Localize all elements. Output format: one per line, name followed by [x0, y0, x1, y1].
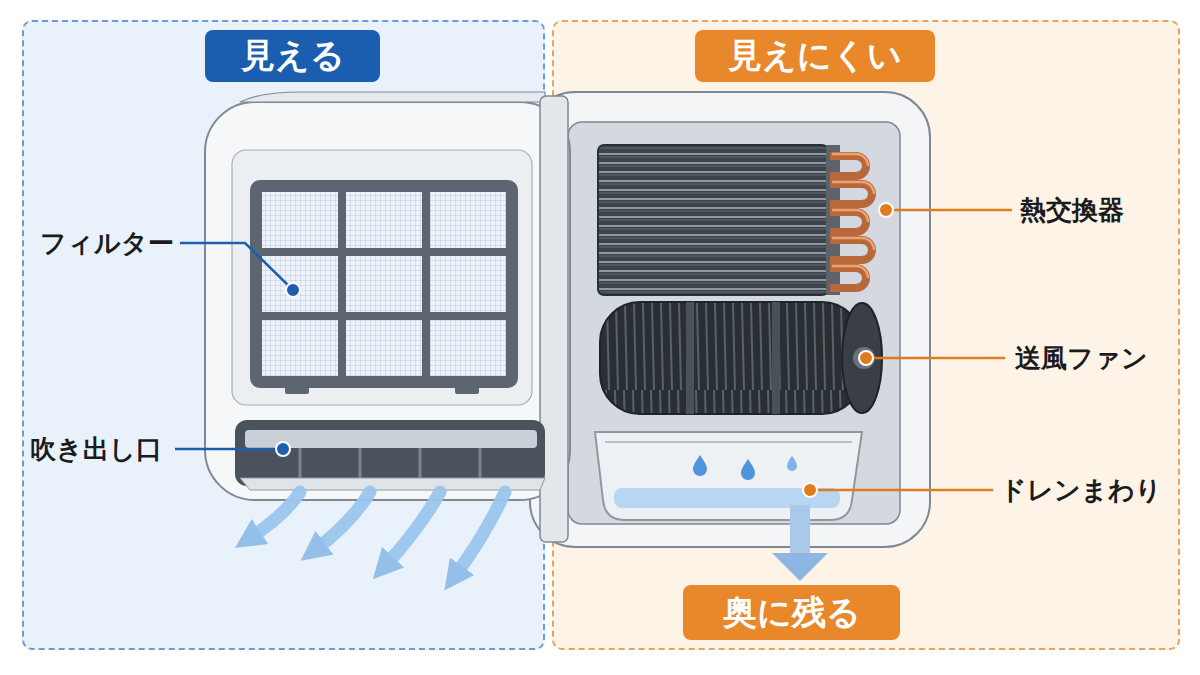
- airflow-arrows: [250, 492, 505, 576]
- filter-recess: [232, 150, 532, 405]
- leader-line: [886, 209, 1012, 212]
- filter-mesh: [430, 256, 506, 312]
- water-drop: [741, 459, 755, 480]
- leader-dot: [879, 203, 893, 217]
- outlet-louver: [245, 430, 537, 448]
- copper-shine: [832, 182, 874, 194]
- filter-mesh: [430, 192, 506, 248]
- filter: [250, 180, 518, 394]
- airflow-arrow: [385, 492, 440, 566]
- casing-cavity: [568, 122, 900, 524]
- part-label: 送風ファン: [1015, 343, 1148, 373]
- copper-highlight: [832, 154, 874, 278]
- exchanger-fins: [598, 145, 828, 295]
- panel-heading: 見えにくい: [695, 30, 935, 82]
- blower-fan: [600, 302, 882, 414]
- part-label: 吹き出し口: [30, 434, 162, 464]
- filter-mesh: [430, 320, 506, 376]
- outlet-vane: [300, 448, 480, 480]
- filter-mesh: [262, 192, 338, 248]
- filter-mesh: [262, 256, 338, 312]
- water-drop: [693, 455, 707, 476]
- filter-frame: [250, 180, 518, 388]
- leader-line: [180, 243, 293, 290]
- filter-mesh: [346, 256, 422, 312]
- leader-lines: [175, 210, 1012, 490]
- cut-edge: [540, 96, 568, 542]
- part-label: フィルター: [40, 228, 174, 258]
- drain-tray: [595, 432, 862, 581]
- filter-mesh: [262, 320, 338, 376]
- result-badge: 奥に残る: [683, 585, 900, 640]
- copper-bend: [830, 184, 872, 204]
- copper-tube: [830, 156, 872, 288]
- copper-bend: [830, 268, 866, 288]
- fan-hub: [853, 347, 875, 369]
- leader-dot: [859, 351, 873, 365]
- casing-right: [530, 92, 930, 547]
- panel-heading: 見える: [205, 30, 380, 82]
- fan-ring: [772, 302, 780, 414]
- drain-arrow-stem: [790, 505, 810, 555]
- badge-text: 奥に残る: [723, 590, 861, 636]
- drain-water: [614, 488, 840, 508]
- exchanger-plate: [826, 145, 840, 295]
- leader-dot: [286, 283, 300, 297]
- water-drop: [787, 456, 797, 471]
- fan-cap: [842, 303, 882, 413]
- copper-shine: [832, 154, 868, 166]
- airflow-arrow: [315, 492, 370, 550]
- copper-bend: [830, 240, 872, 260]
- outlet-lip: [240, 478, 545, 490]
- filter-tab: [455, 386, 479, 394]
- region-panel: 見える: [22, 20, 545, 650]
- casing-front: [205, 102, 570, 500]
- copper-shine: [832, 238, 874, 250]
- copper-bend: [830, 156, 866, 176]
- air-outlet: [235, 420, 545, 490]
- tray-lip: [605, 441, 852, 443]
- fan-drum: [600, 302, 862, 414]
- tray-body: [595, 432, 862, 520]
- leader-line: [866, 357, 1005, 360]
- casing-top: [240, 92, 545, 102]
- copper-shine: [832, 266, 868, 278]
- leader-dot: [276, 442, 290, 456]
- fan-ring: [686, 302, 694, 414]
- region-panel: 見えにくい奥に残る: [552, 20, 1180, 650]
- heat-exchanger: [598, 145, 874, 295]
- filter-mesh: [346, 192, 422, 248]
- outlet-slot: [235, 420, 545, 486]
- leader-line: [175, 448, 283, 451]
- part-label: ドレンまわり: [1000, 475, 1162, 505]
- part-label: 熱交換器: [1020, 195, 1124, 225]
- filter-tab: [285, 386, 309, 394]
- airflow-arrow: [250, 492, 300, 538]
- copper-shine: [832, 210, 868, 222]
- airflow-arrow: [455, 492, 505, 576]
- copper-bend: [830, 212, 866, 232]
- leader-line: [810, 489, 993, 492]
- filter-mesh: [346, 320, 422, 376]
- leader-dot: [803, 483, 817, 497]
- drain-arrow-head: [772, 553, 828, 581]
- leader-dots: [276, 203, 893, 497]
